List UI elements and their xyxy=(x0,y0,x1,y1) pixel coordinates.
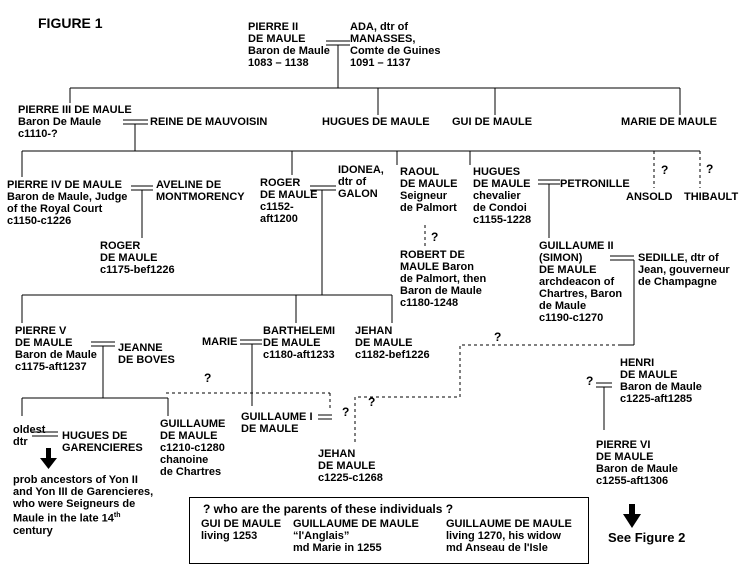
person-pierre-iv: PIERRE IV DE MAULE Baron de Maule, Judge… xyxy=(7,179,128,227)
person-pierre-iii: PIERRE III DE MAULE Baron De Maule c1110… xyxy=(18,104,132,140)
see-figure-2-link[interactable]: See Figure 2 xyxy=(608,530,686,545)
unknown-parents-box: ? who are the parents of these individua… xyxy=(189,497,589,564)
person-barthelemi: BARTHELEMI DE MAULE c1180-aft1233 xyxy=(263,325,336,361)
person-marie: MARIE xyxy=(202,336,238,348)
person-pierre-v: PIERRE V DE MAULE Baron de Maule c1175-a… xyxy=(15,325,97,373)
person-hugues-chevalier: HUGUES DE MAULE chevalier de Condoi c115… xyxy=(473,166,532,226)
person-reine: REINE DE MAUVOISIN xyxy=(150,116,268,128)
person-robert: ROBERT DE MAULE Baron de Palmort, then B… xyxy=(400,249,487,309)
person-henri: HENRI DE MAULE Baron de Maule c1225-aft1… xyxy=(620,357,702,405)
question-mark: ? xyxy=(342,405,350,419)
note-end: century xyxy=(13,524,53,537)
person-guillaume-chanoine: GUILLAUME DE MAULE c1210-c1280 chanoine … xyxy=(160,418,226,478)
unknown-guillaume-anglais: GUILLAUME DE MAULE “l'Anglais” md Marie … xyxy=(293,518,419,554)
person-marie-de-maule: MARIE DE MAULE xyxy=(621,116,717,128)
unknown-gui: GUI DE MAULE living 1253 xyxy=(201,518,282,542)
person-hugues-garencieres: HUGUES DE GARENCIERES xyxy=(62,430,143,454)
figure-title: FIGURE 1 xyxy=(38,15,103,31)
question-mark: ? xyxy=(586,374,594,388)
note-superscript: th xyxy=(113,512,121,519)
person-gui-de-maule: GUI DE MAULE xyxy=(452,116,533,128)
person-oldest-dtr: oldest dtr xyxy=(13,424,46,448)
person-aveline: AVELINE DE MONTMORENCY xyxy=(156,179,245,203)
person-jehan: JEHAN DE MAULE c1182-bef1226 xyxy=(355,325,430,361)
question-mark: ? xyxy=(204,371,212,385)
question-mark: ? xyxy=(431,230,439,244)
note-garencieres: prob ancestors of Yon II and Yon III de … xyxy=(13,474,153,537)
person-idonea: IDONEA, dtr of GALON xyxy=(338,164,384,200)
question-mark: ? xyxy=(368,395,376,409)
person-thibault: THIBAULT xyxy=(684,191,739,203)
question-mark: ? xyxy=(706,162,714,176)
person-ansold: ANSOLD xyxy=(626,191,673,203)
person-roger: ROGER DE MAULE c1152- aft1200 xyxy=(260,177,318,225)
person-jehan-jr: JEHAN DE MAULE c1225-c1268 xyxy=(318,448,383,484)
person-raoul: RAOUL DE MAULE Seigneur de Palmort xyxy=(400,166,458,214)
person-guillaume-i: GUILLAUME I DE MAULE xyxy=(241,411,313,435)
person-pierre-ii: PIERRE II DE MAULE Baron de Maule 1083 –… xyxy=(248,21,330,69)
box-heading: ? who are the parents of these individua… xyxy=(203,502,454,516)
question-mark: ? xyxy=(494,330,502,344)
note-text: prob ancestors of Yon II and Yon III de … xyxy=(13,474,154,525)
person-sedille: SEDILLE, dtr of Jean, gouverneur de Cham… xyxy=(638,252,730,288)
person-hugues-de-maule: HUGUES DE MAULE xyxy=(322,116,430,128)
unknown-guillaume-1270: GUILLAUME DE MAULE living 1270, his wido… xyxy=(446,518,572,554)
person-guillaume-ii: GUILLAUME II (SIMON) DE MAULE archdeacon… xyxy=(539,240,623,324)
person-jeanne: JEANNE DE BOVES xyxy=(118,342,175,366)
person-ada: ADA, dtr of MANASSES, Comte de Guines 10… xyxy=(350,21,441,69)
person-pierre-vi: PIERRE VI DE MAULE Baron de Maule c1255-… xyxy=(596,439,678,487)
person-roger-jr: ROGER DE MAULE c1175-bef1226 xyxy=(100,240,175,276)
question-mark: ? xyxy=(661,163,669,177)
person-petronille: PETRONILLE xyxy=(560,178,630,190)
